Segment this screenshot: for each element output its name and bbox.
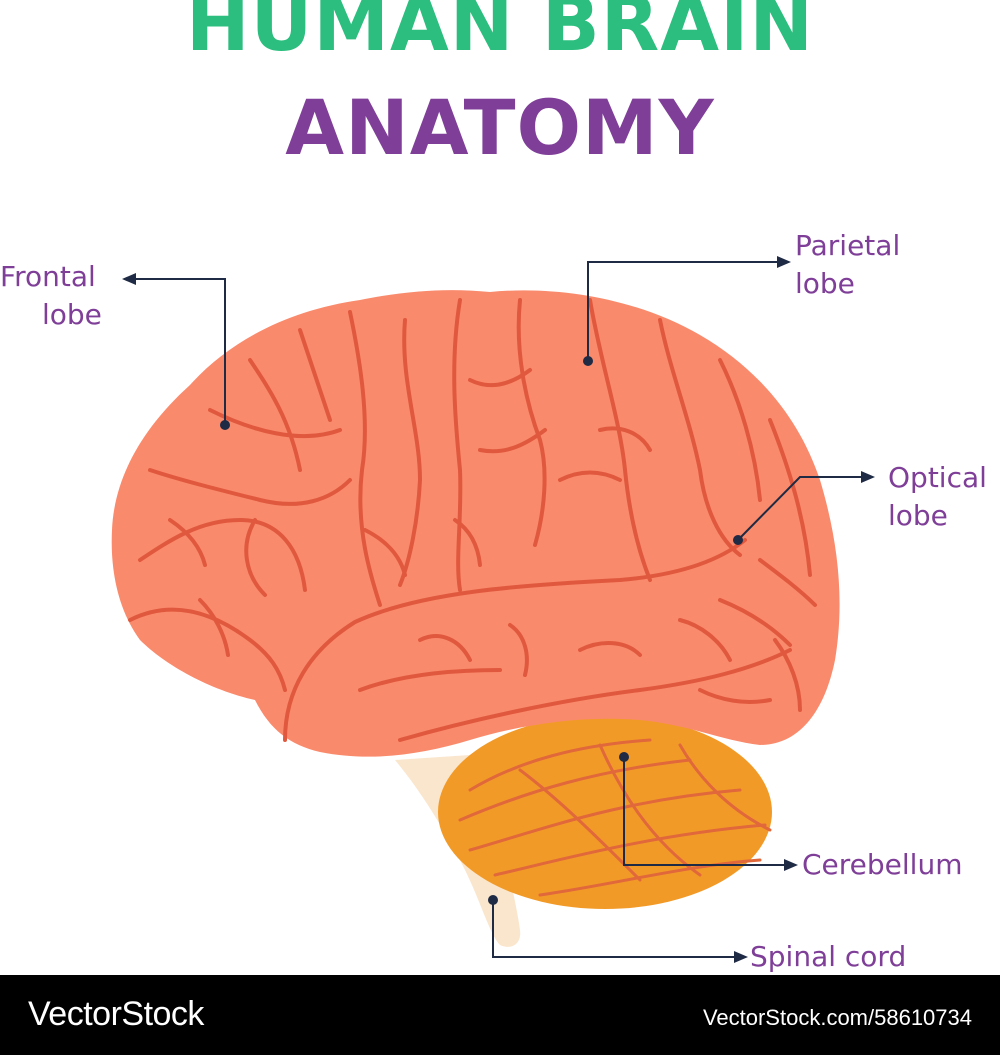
leader-optical — [737, 476, 862, 541]
arrow-frontal — [122, 273, 136, 285]
temporal-lobe-edge — [283, 538, 747, 742]
leader-parietal — [587, 261, 778, 360]
watermark-footer: VectorStock VectorStock.com/58610734 — [0, 975, 1000, 1055]
dot-frontal — [220, 420, 230, 430]
brain-diagram — [111, 256, 875, 963]
label-spinal-cord: Spinal cord — [750, 940, 907, 973]
leader-dots — [220, 356, 743, 905]
dot-cerebellum — [619, 752, 629, 762]
arrow-parietal — [777, 256, 791, 268]
leader-cerebellum — [623, 757, 785, 866]
leader-lines — [135, 261, 862, 958]
title-line-1: HUMAN BRAIN — [186, 0, 814, 68]
arrow-spinal — [734, 951, 748, 963]
arrow-optical — [861, 471, 875, 483]
label-cerebellum: Cerebellum — [802, 848, 963, 881]
cerebrum-folds — [128, 298, 817, 742]
footer-brand: VectorStock — [28, 995, 204, 1033]
dot-optical — [733, 535, 743, 545]
leader-arrowheads — [122, 256, 875, 963]
dot-spinal — [488, 895, 498, 905]
label-parietal-lobe: Parietal lobe — [795, 229, 901, 300]
label-frontal-lobe: Frontal lobe — [0, 260, 102, 331]
title-line-2: ANATOMY — [285, 83, 715, 172]
arrow-cerebellum — [784, 859, 798, 871]
dot-parietal — [583, 356, 593, 366]
cerebellum-folds — [458, 738, 772, 897]
label-optical-lobe: Optical lobe — [888, 461, 987, 532]
cerebrum-shape — [111, 290, 840, 757]
leader-frontal — [135, 278, 226, 425]
leader-spinal — [492, 900, 735, 958]
footer-image-id: VectorStock.com/58610734 — [702, 1005, 972, 1030]
